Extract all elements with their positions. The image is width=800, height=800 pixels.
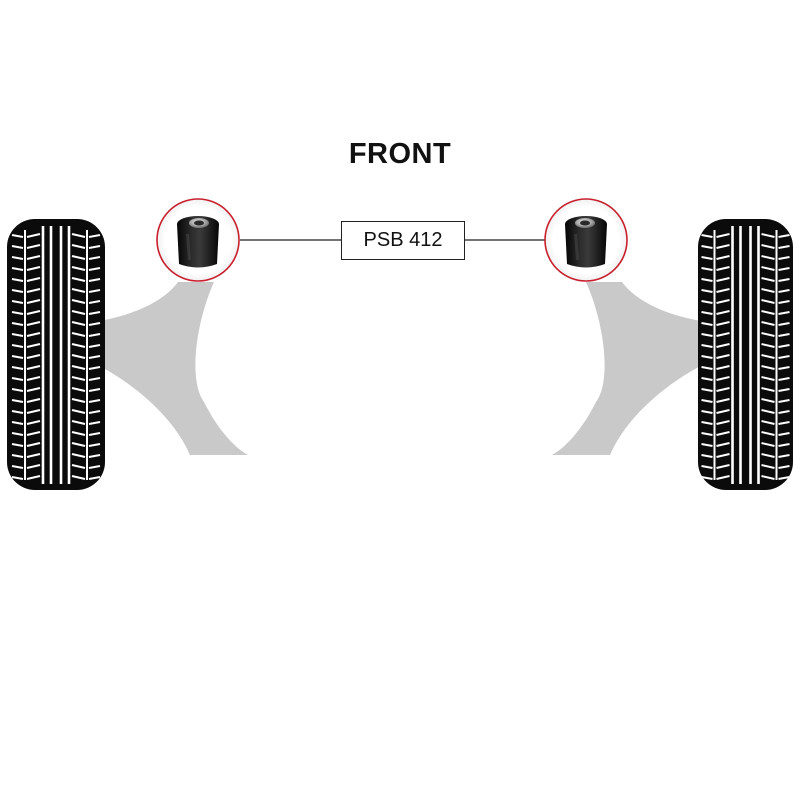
tyre-left-icon (7, 219, 105, 490)
tyre-right-icon (698, 219, 793, 490)
bush-callout-right (544, 198, 628, 282)
front-direction-label: FRONT (348, 138, 452, 170)
bush-right-icon (565, 216, 607, 268)
bush-left-icon (177, 216, 219, 268)
part-number-label: PSB 412 (341, 221, 465, 260)
left-suspension-arm (92, 282, 248, 455)
right-suspension-arm (552, 282, 708, 455)
bush-callout-left (156, 198, 240, 282)
